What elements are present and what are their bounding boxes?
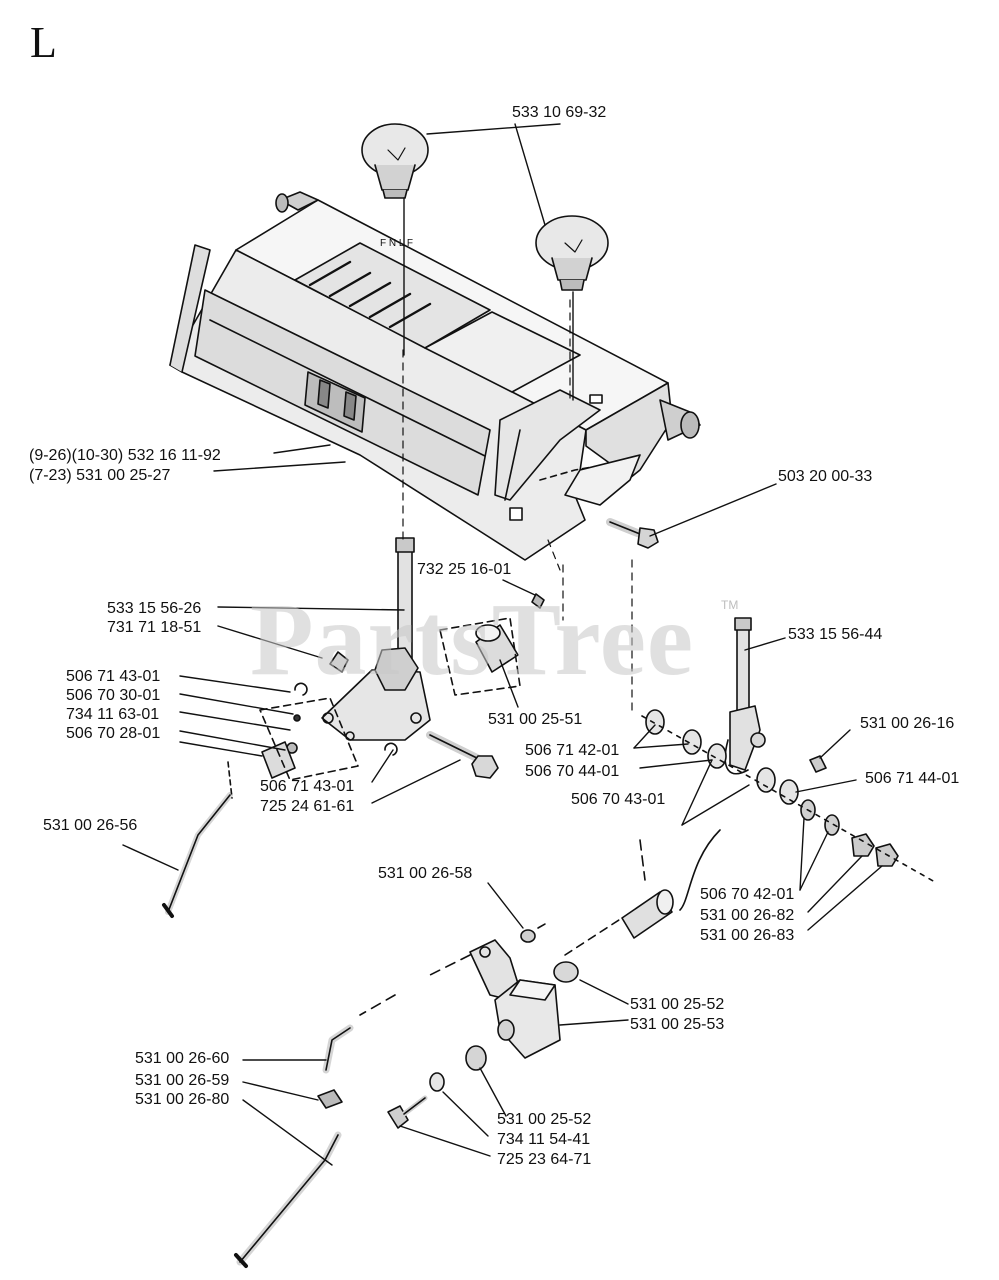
label-clip-low: 506 71 43-01 [260, 778, 355, 795]
label-w3: 506 71 44-01 [865, 770, 960, 787]
label-w1: 506 71 42-01 [525, 742, 620, 759]
label-l4: 506 70 28-01 [66, 725, 161, 742]
bolt-upper-right [531, 518, 659, 609]
leader-lines [122, 123, 883, 1166]
label-nut-r: 531 00 26-16 [860, 715, 955, 732]
small-hardware-left [259, 651, 398, 781]
dash-panel: F N L F [169, 191, 701, 561]
label-spacer: 531 00 26-58 [378, 865, 473, 882]
label-bolt: 503 20 00-33 [778, 468, 873, 485]
right-bracket-arm [724, 705, 766, 775]
watermark: PartsTree [250, 582, 695, 697]
label-wash41: 734 11 54-41 [497, 1131, 591, 1148]
label-nut-left: 731 71 18-51 [107, 619, 202, 636]
link-rod-left [162, 761, 233, 918]
label-link-left: 531 00 26-56 [43, 817, 138, 834]
label-b52b: 531 00 25-52 [497, 1111, 592, 1128]
section-letter: L [30, 18, 57, 67]
label-b53: 531 00 25-53 [630, 1016, 725, 1033]
label-rod-left: 533 15 56-26 [107, 600, 202, 617]
right-washers [641, 709, 936, 883]
label-bolt71: 725 23 64-71 [497, 1151, 592, 1168]
label-bolt-low: 725 24 61-61 [260, 798, 355, 815]
svg-text:F N L F: F N L F [380, 238, 413, 249]
bushing-left [439, 617, 521, 696]
label-n83: 531 00 26-83 [700, 927, 795, 944]
shift-knob-right [535, 215, 609, 291]
label-panel-a: (9-26)(10-30) 532 16 11-92 [29, 447, 221, 464]
shift-knob-left [361, 123, 429, 199]
left-bracket [321, 647, 431, 741]
label-l1: 506 71 43-01 [66, 668, 161, 685]
pivot-shaft [359, 829, 721, 1129]
shift-rod-right [734, 617, 752, 721]
label-l2: 506 70 30-01 [66, 687, 161, 704]
label-rod-right: 533 15 56-44 [788, 626, 883, 643]
label-w5: 506 70 42-01 [700, 886, 795, 903]
label-panel-b: (7-23) 531 00 25-27 [29, 467, 171, 484]
assembly-lines [402, 299, 633, 713]
bolt-lower-left [426, 731, 499, 779]
label-r60: 531 00 26-60 [135, 1050, 230, 1067]
label-w4: 506 70 43-01 [571, 791, 666, 808]
label-b52a: 531 00 25-52 [630, 996, 725, 1013]
label-knob: 533 10 69-32 [512, 104, 607, 121]
label-bushing: 531 00 25-51 [488, 711, 583, 728]
label-r59: 531 00 26-59 [135, 1072, 230, 1089]
label-w2: 506 70 44-01 [525, 763, 620, 780]
label-r80: 531 00 26-80 [135, 1091, 230, 1108]
label-clip-top: 732 25 16-01 [417, 561, 512, 578]
pivot-bracket [469, 939, 561, 1059]
label-l3: 734 11 63-01 [66, 706, 160, 723]
label-n82: 531 00 26-82 [700, 907, 795, 924]
lower-rods [234, 1024, 354, 1268]
watermark-trademark: TM [721, 598, 739, 612]
